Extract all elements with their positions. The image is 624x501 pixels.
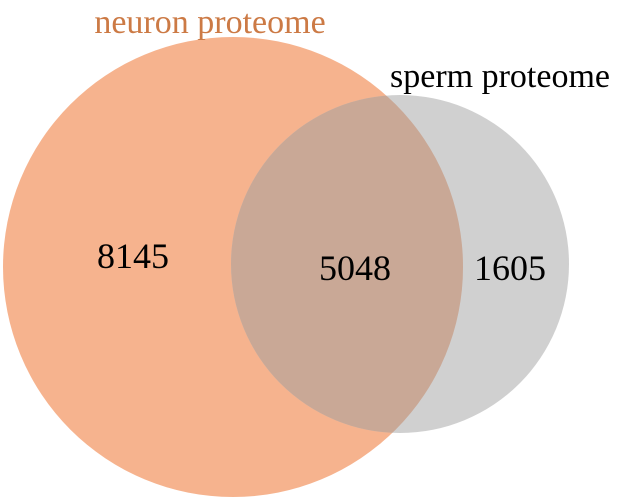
sperm-proteome-label: sperm proteome [390, 58, 610, 95]
intersection-count: 5048 [319, 248, 391, 288]
neuron-only-count: 8145 [97, 236, 169, 276]
sperm-only-count: 1605 [474, 248, 546, 288]
intersection-region [231, 95, 463, 433]
neuron-proteome-label: neuron proteome [94, 4, 325, 41]
